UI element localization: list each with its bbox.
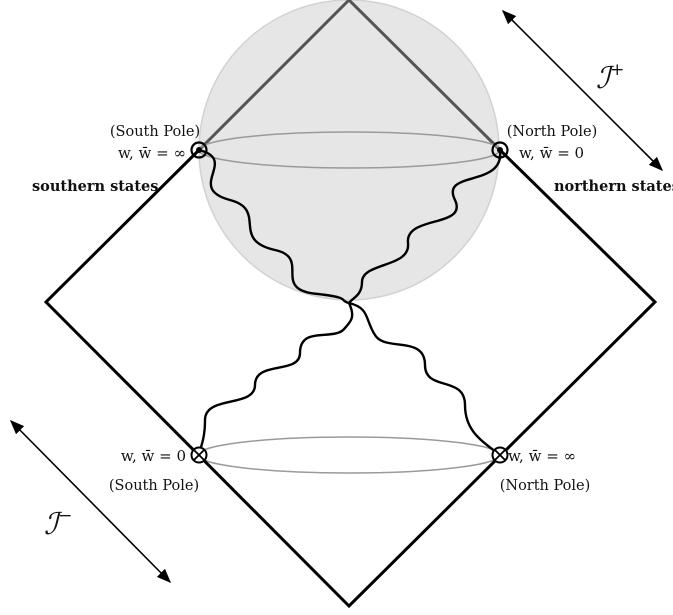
past-celestial-circle [197, 436, 501, 474]
top-right-pole-label: (North Pole) [507, 124, 598, 140]
southern-states-label: southern states [32, 178, 158, 195]
bottom-left-coord-label: w, w̄ = 0 [121, 447, 186, 465]
penrose-boundary [43, 148, 658, 609]
scri-plus-arrow [501, 9, 664, 172]
scri-minus-label: ℐ− [44, 506, 72, 542]
bottom-right-pole-marker [491, 446, 509, 464]
scri-minus-arrow [9, 419, 172, 584]
wavy-line-lower-left [197, 302, 354, 456]
wavy-line-upper-left [198, 148, 350, 305]
top-left-coord-label: w, w̄ = ∞ [118, 144, 186, 162]
wavy-line-lower-right [348, 301, 501, 456]
wavy-line-upper-right [347, 149, 502, 304]
northern-states-label: northern states [554, 178, 673, 195]
top-left-pole-marker [190, 141, 208, 159]
upper-right-edge [347, 0, 502, 152]
scri-plus-label: ℐ+ [596, 60, 624, 96]
celestial-sphere [198, 0, 500, 301]
top-left-pole-label: (South Pole) [110, 124, 200, 140]
upper-left-edge [197, 0, 351, 152]
top-right-coord-label: w, w̄ = 0 [519, 144, 584, 162]
bottom-left-pole-marker [190, 446, 208, 464]
bottom-left-pole-label: (South Pole) [109, 478, 199, 494]
bottom-right-pole-label: (North Pole) [500, 478, 591, 494]
bottom-right-coord-label: w, w̄ = ∞ [508, 447, 576, 465]
